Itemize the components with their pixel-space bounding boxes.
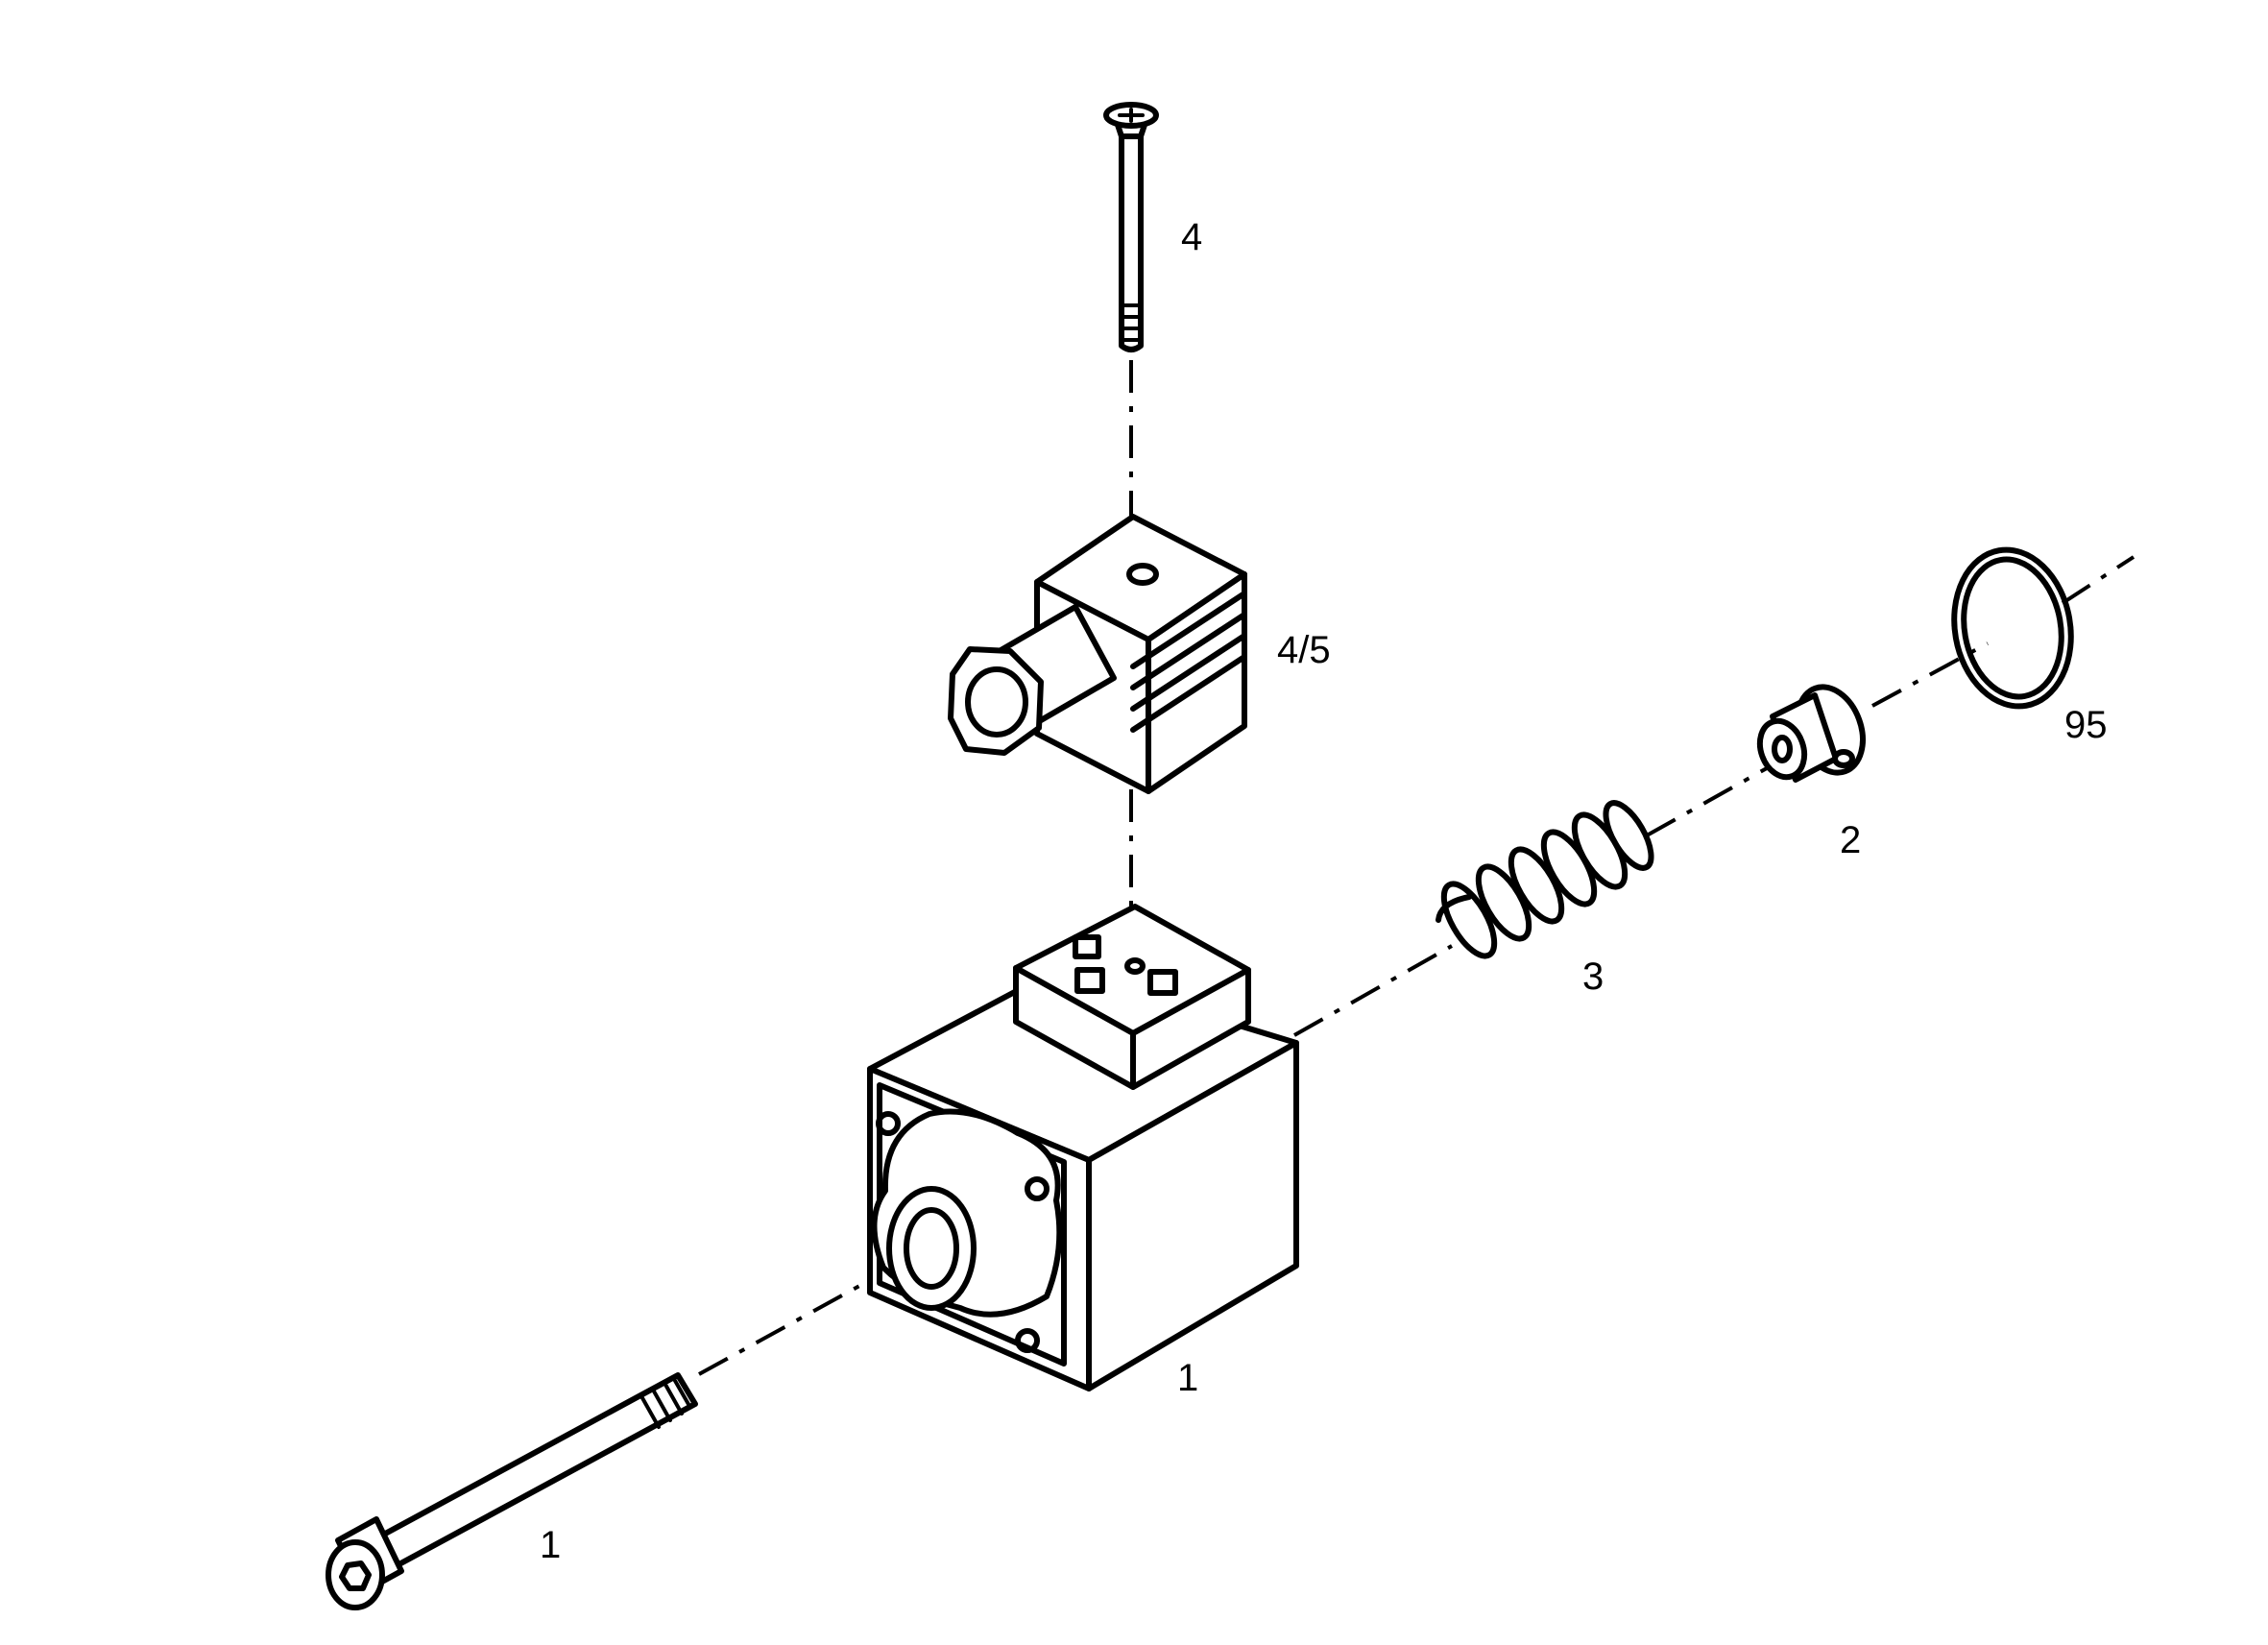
main-axis-upper	[1293, 944, 1453, 1037]
terminal-pin-2	[1074, 967, 1105, 994]
coil-bore-inner	[904, 1207, 959, 1290]
flange-hole-lower	[1015, 1328, 1040, 1353]
connector-ribs	[1130, 591, 1247, 733]
connector-screw-hole	[1126, 563, 1159, 586]
seat-pin	[1832, 749, 1855, 768]
terminal-block-front	[1013, 965, 1136, 1090]
spring-end	[1436, 894, 1472, 923]
assembly-axes	[698, 360, 2135, 1376]
screw-part-4	[1103, 102, 1159, 352]
o-ring-outer	[1951, 546, 2074, 710]
o-ring-part-95	[1951, 546, 2074, 710]
label-seat: 2	[1840, 819, 1861, 861]
coil-bore	[886, 1186, 977, 1311]
seat-end	[1756, 717, 1808, 781]
phillips-recess-icon	[1118, 108, 1145, 123]
bolt-part-1	[326, 1372, 698, 1610]
label-connector: 4/5	[1277, 629, 1331, 671]
label-spring: 3	[1582, 956, 1604, 998]
main-axis-spring-seat	[1646, 766, 1768, 837]
label-coil: 1	[1177, 1357, 1198, 1399]
label-o-ring: 95	[2064, 704, 2108, 746]
seat-hole	[1772, 735, 1793, 763]
flange-hole-upper	[876, 1111, 901, 1136]
label-screw: 4	[1181, 216, 1202, 258]
o-ring-inner	[1961, 556, 2064, 700]
terminal-center-hole	[1124, 957, 1146, 975]
screw-shank	[1119, 132, 1144, 352]
hex-socket-icon	[339, 1560, 372, 1591]
bolt-head-end	[326, 1539, 385, 1610]
terminal-pin-1	[1073, 934, 1101, 959]
main-axis-tail	[2061, 555, 2135, 605]
label-bolt: 1	[540, 1524, 561, 1566]
spring-coil-1	[1440, 881, 1498, 959]
seat-part-2	[1756, 684, 1866, 783]
cable-gland-inner	[965, 666, 1028, 738]
bolt-thread	[639, 1377, 691, 1429]
plug-connector-part-4-5	[948, 514, 1247, 794]
spring-coil-6	[1603, 800, 1654, 871]
screw-thread	[1120, 303, 1143, 342]
terminal-pin-3	[1147, 969, 1178, 996]
part-labels: 4 4/5 95 2 3 1 1	[540, 216, 2108, 1566]
spring-part-3	[1436, 800, 1654, 959]
coil-part-1	[867, 904, 1299, 1391]
flange-hole-right	[1025, 1176, 1050, 1201]
main-axis-seat-ring	[1871, 641, 1989, 708]
